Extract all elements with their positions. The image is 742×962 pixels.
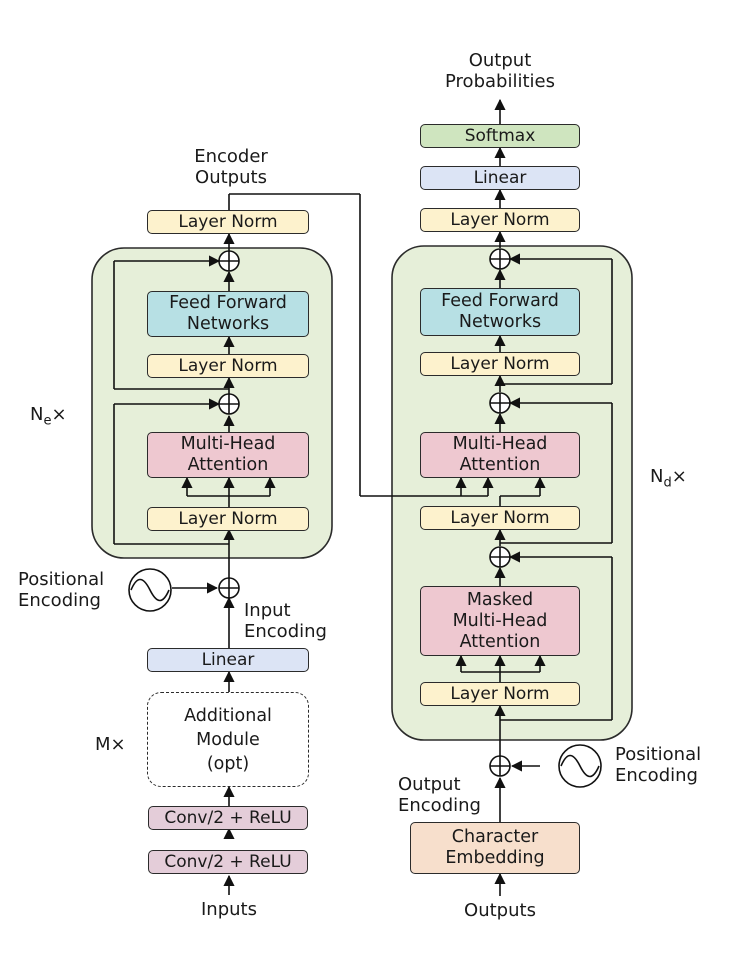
encoder-outputs-label: Encoder Outputs [194,146,268,188]
encoder-input-add-icon [218,577,240,599]
encoder-positional-sine-icon [128,568,172,612]
input-encoding-label: Input Encoding [244,600,327,642]
add-nodes [218,248,511,777]
decoder-positional-sine-icon [558,744,602,788]
decoder-feed-forward-block: Feed Forward Networks [420,288,580,336]
decoder-positional-encoding-label: Positional Encoding [615,744,702,786]
encoder-layer-norm-ffn: Layer Norm [147,354,309,378]
conv-relu-block-2: Conv/2 + ReLU [148,850,308,874]
decoder-linear-block: Linear [420,166,580,190]
encoder-ffn-add-icon [218,250,240,272]
decoder-multi-head-attention-block: Multi-Head Attention [420,432,580,478]
encoder-layer-norm-final: Layer Norm [147,210,309,234]
outputs-label: Outputs [464,900,536,921]
decoder-masked-add-icon [489,546,511,568]
softmax-block: Softmax [420,124,580,148]
decoder-layer-norm-masked: Layer Norm [420,682,580,706]
decoder-layer-norm-final: Layer Norm [420,208,580,232]
output-encoding-label: Output Encoding [398,774,481,816]
decoder-attention-add-icon [489,392,511,414]
inputs-label: Inputs [201,899,257,920]
character-embedding-block: Character Embedding [410,822,580,874]
decoder-layer-norm-ffn: Layer Norm [420,352,580,376]
additional-module-block: Additional Module (opt) [147,692,309,787]
decoder-layer-norm-attention: Layer Norm [420,506,580,530]
conv-relu-block-1: Conv/2 + ReLU [148,806,308,830]
masked-multi-head-attention-block: Masked Multi-Head Attention [420,586,580,656]
module-repeat-label: M× [95,734,126,755]
encoder-layer-norm-attention: Layer Norm [147,507,309,531]
encoder-repeat-label: Ne× [30,404,67,429]
encoder-feed-forward-block: Feed Forward Networks [147,291,309,337]
decoder-input-add-icon [489,755,511,777]
decoder-repeat-label: Nd× [650,466,687,491]
decoder-ffn-add-icon [489,248,511,270]
encoder-linear-block: Linear [147,648,309,672]
encoder-multi-head-attention-block: Multi-Head Attention [147,432,309,478]
output-probabilities-label: Output Probabilities [445,50,555,92]
encoder-positional-encoding-label: Positional Encoding [18,569,105,611]
encoder-attention-add-icon [218,393,240,415]
